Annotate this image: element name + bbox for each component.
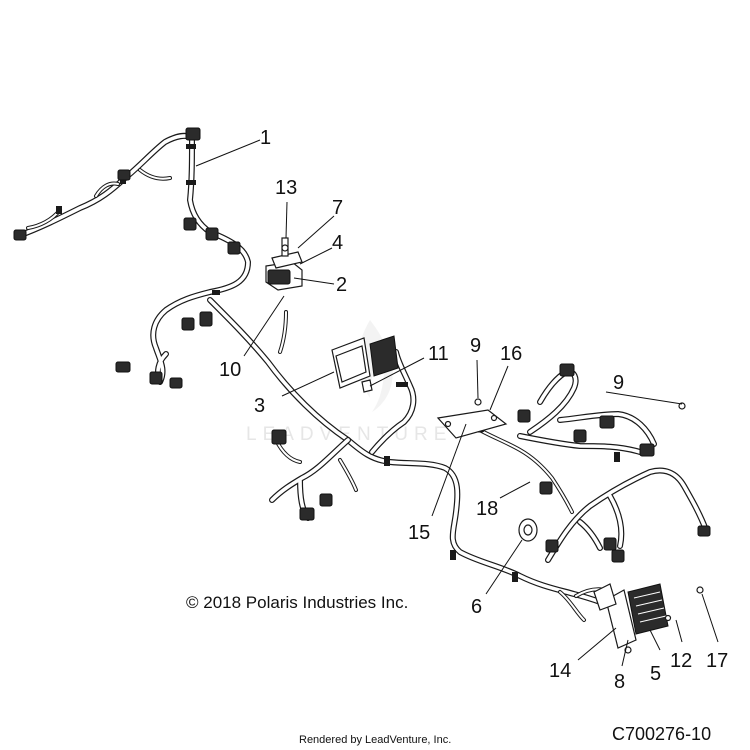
grommet: [518, 518, 538, 542]
ecu-module: [331, 335, 399, 393]
callout-1: 1: [260, 127, 271, 149]
callout-9a: 9: [470, 335, 481, 357]
callout-5: 5: [650, 663, 661, 685]
callout-2: 2: [336, 274, 347, 296]
callout-12: 12: [670, 650, 692, 672]
callout-15: 15: [408, 522, 430, 544]
callout-16: 16: [500, 343, 522, 365]
callout-6: 6: [471, 596, 482, 618]
relay-bracket-assembly: [265, 237, 303, 291]
callout-17: 17: [706, 650, 728, 672]
voltage-regulator: [593, 402, 704, 654]
callout-9b: 9: [613, 372, 624, 394]
rendered-by-text: Rendered by LeadVenture, Inc.: [299, 734, 452, 746]
callout-labels: 1 13 7 4 2 10 3 11 9 16 9 15 18 6 14 8 5…: [219, 127, 728, 693]
callout-13: 13: [275, 177, 297, 199]
callout-3: 3: [254, 395, 265, 417]
callout-8: 8: [614, 671, 625, 693]
mounting-bracket: [436, 398, 508, 439]
callout-4: 4: [332, 232, 343, 254]
callout-14: 14: [549, 660, 571, 682]
callout-7: 7: [332, 197, 343, 219]
leader-lines: [195, 139, 719, 667]
callout-18: 18: [476, 498, 498, 520]
copyright-text: © 2018 Polaris Industries Inc.: [186, 593, 409, 612]
callout-10: 10: [219, 359, 241, 381]
document-id: C700276-10: [612, 724, 712, 744]
callout-11: 11: [428, 343, 449, 365]
